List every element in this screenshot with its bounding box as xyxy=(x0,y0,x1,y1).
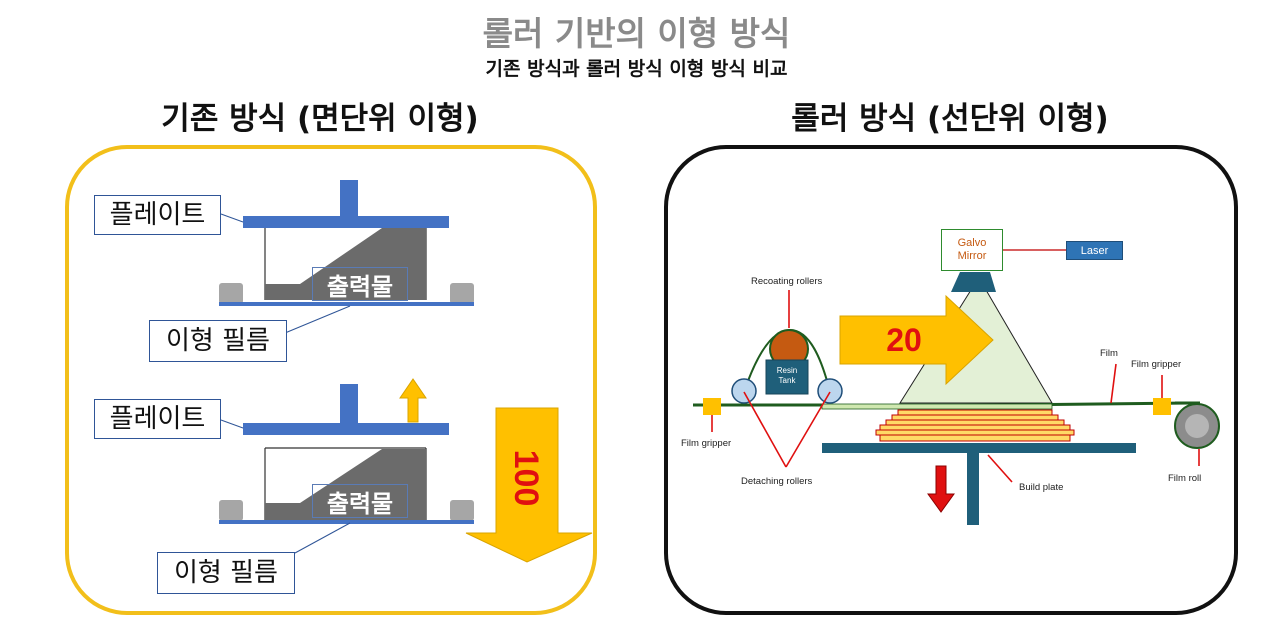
film-label: Film xyxy=(1100,348,1118,359)
film-roll-core xyxy=(1185,414,1209,438)
build-plate-label: Build plate xyxy=(1019,482,1064,493)
page-subtitle: 기존 방식과 롤러 방식 이형 방식 비교 xyxy=(485,58,788,80)
film-gripper-left xyxy=(703,398,721,415)
right-panel-frame xyxy=(664,145,1238,615)
stage1-plate-stem xyxy=(340,180,358,218)
film-gripper-right-label: Film gripper xyxy=(1131,359,1182,370)
layer-1 xyxy=(897,409,1053,416)
build-plate-leader xyxy=(987,454,1013,483)
stage1-plate-bar xyxy=(243,216,449,228)
right-panel-title: 롤러 방식 (선단위 이형) xyxy=(791,101,1109,137)
layer-5 xyxy=(875,429,1075,436)
stage2-plate-label: 플레이트 xyxy=(94,399,221,439)
layer-3 xyxy=(885,419,1065,426)
layer-6 xyxy=(879,434,1071,442)
detaching-rollers-label: Detaching rollers xyxy=(741,476,813,487)
left-panel-title: 기존 방식 (면단위 이형) xyxy=(161,101,479,137)
stage1-plate-label: 플레이트 xyxy=(94,195,221,235)
film-leader xyxy=(1110,363,1117,404)
stage2-plate-leader xyxy=(220,419,244,429)
stage1-release-film xyxy=(219,302,474,306)
stage2-release-film xyxy=(219,520,474,524)
laser-box: Laser xyxy=(1066,241,1123,260)
layer-4 xyxy=(879,424,1071,431)
stage1-right-wall xyxy=(450,283,474,304)
build-plate-stem xyxy=(967,453,979,525)
resin-coat-strip xyxy=(821,403,1053,410)
galvo-mirror-box: Galvo Mirror xyxy=(941,229,1003,271)
stage2-film-leader xyxy=(294,522,351,554)
stage1-plate-leader xyxy=(220,213,244,223)
stage2-plate-stem xyxy=(340,384,358,424)
stage2-plate-bar xyxy=(243,423,449,435)
lift-up-arrow xyxy=(399,378,427,423)
build-plate xyxy=(822,443,1136,453)
stage1-assembly xyxy=(219,180,474,334)
stage2-right-wall xyxy=(450,500,474,521)
detaching-roller-left xyxy=(731,378,757,404)
film-gripper-right xyxy=(1153,398,1171,415)
page-title: 롤러 기반의 이형 방식 xyxy=(482,14,791,53)
galvo-mirror-label: Galvo Mirror xyxy=(957,237,987,262)
galvo-scanner-head xyxy=(951,272,996,292)
right-time-value: 20 xyxy=(886,322,922,358)
film-gripper-left-label: Film gripper xyxy=(681,438,732,449)
resin-tank-label: Resin Tank xyxy=(776,366,798,385)
left-time-arrow xyxy=(465,407,593,563)
recoating-rollers-label: Recoating rollers xyxy=(751,276,823,287)
roller-system xyxy=(693,249,1220,525)
detaching-roller-right xyxy=(817,378,843,404)
left-time-value: 100 xyxy=(507,449,545,507)
stage1-output-label: 출력물 xyxy=(312,267,408,301)
build-plate-down-arrow xyxy=(927,465,955,513)
stage2-left-wall xyxy=(219,500,243,521)
stage1-film-leader xyxy=(284,305,351,334)
detaching-leader-b xyxy=(785,391,831,468)
detaching-leader-a xyxy=(743,391,787,468)
film-roll-label: Film roll xyxy=(1168,473,1202,484)
left-panel-frame xyxy=(65,145,597,615)
stage2-film-label: 이형 필름 xyxy=(157,552,295,594)
stage1-film-label: 이형 필름 xyxy=(149,320,287,362)
stage2-output-label: 출력물 xyxy=(312,484,408,518)
stage2-assembly xyxy=(219,378,474,554)
layer-2 xyxy=(891,414,1059,421)
right-time-arrow xyxy=(839,294,994,386)
stage1-left-wall xyxy=(219,283,243,304)
laser-label: Laser xyxy=(1080,244,1109,257)
stage1-printed-part xyxy=(265,228,426,300)
resin-tank xyxy=(765,359,809,395)
